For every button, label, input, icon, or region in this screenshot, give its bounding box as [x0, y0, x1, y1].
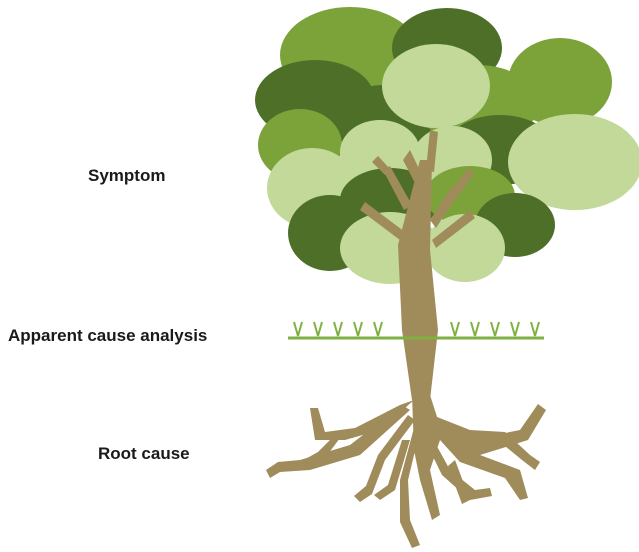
symptom-label: Symptom — [88, 166, 165, 186]
root-cause-label: Root cause — [98, 444, 190, 464]
apparent-cause-label: Apparent cause analysis — [8, 326, 207, 346]
canopy-blob — [382, 44, 490, 128]
tree-roots — [266, 395, 546, 548]
tree-canopy — [255, 7, 639, 284]
